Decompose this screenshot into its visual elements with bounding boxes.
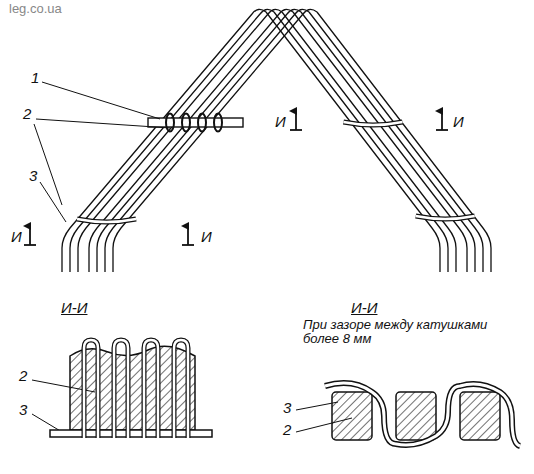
- callout-number: 3: [28, 168, 38, 185]
- coil-strands: [62, 9, 491, 272]
- section-title: И-И: [350, 300, 378, 317]
- section-mark: И: [200, 229, 213, 246]
- callout-number: 3: [282, 400, 292, 417]
- section-left: [50, 340, 212, 438]
- section-markers: [24, 111, 448, 245]
- callout-number: 2: [22, 106, 32, 123]
- section-mark: И: [10, 229, 23, 246]
- callout-number: 3: [18, 402, 28, 419]
- note: При зазоре между катушками более 8 мм: [302, 318, 514, 347]
- ties: [77, 114, 475, 223]
- watermark: leg.co.ua: [8, 2, 63, 16]
- callout-number: 2: [282, 422, 292, 439]
- section-right: [325, 383, 520, 446]
- section-mark: И: [452, 114, 465, 131]
- callout-number: 1: [30, 70, 40, 87]
- section-mark: И: [274, 114, 287, 131]
- section-title: И-И: [60, 300, 88, 317]
- leader-lines: [32, 82, 352, 432]
- callout-number: 2: [18, 368, 28, 385]
